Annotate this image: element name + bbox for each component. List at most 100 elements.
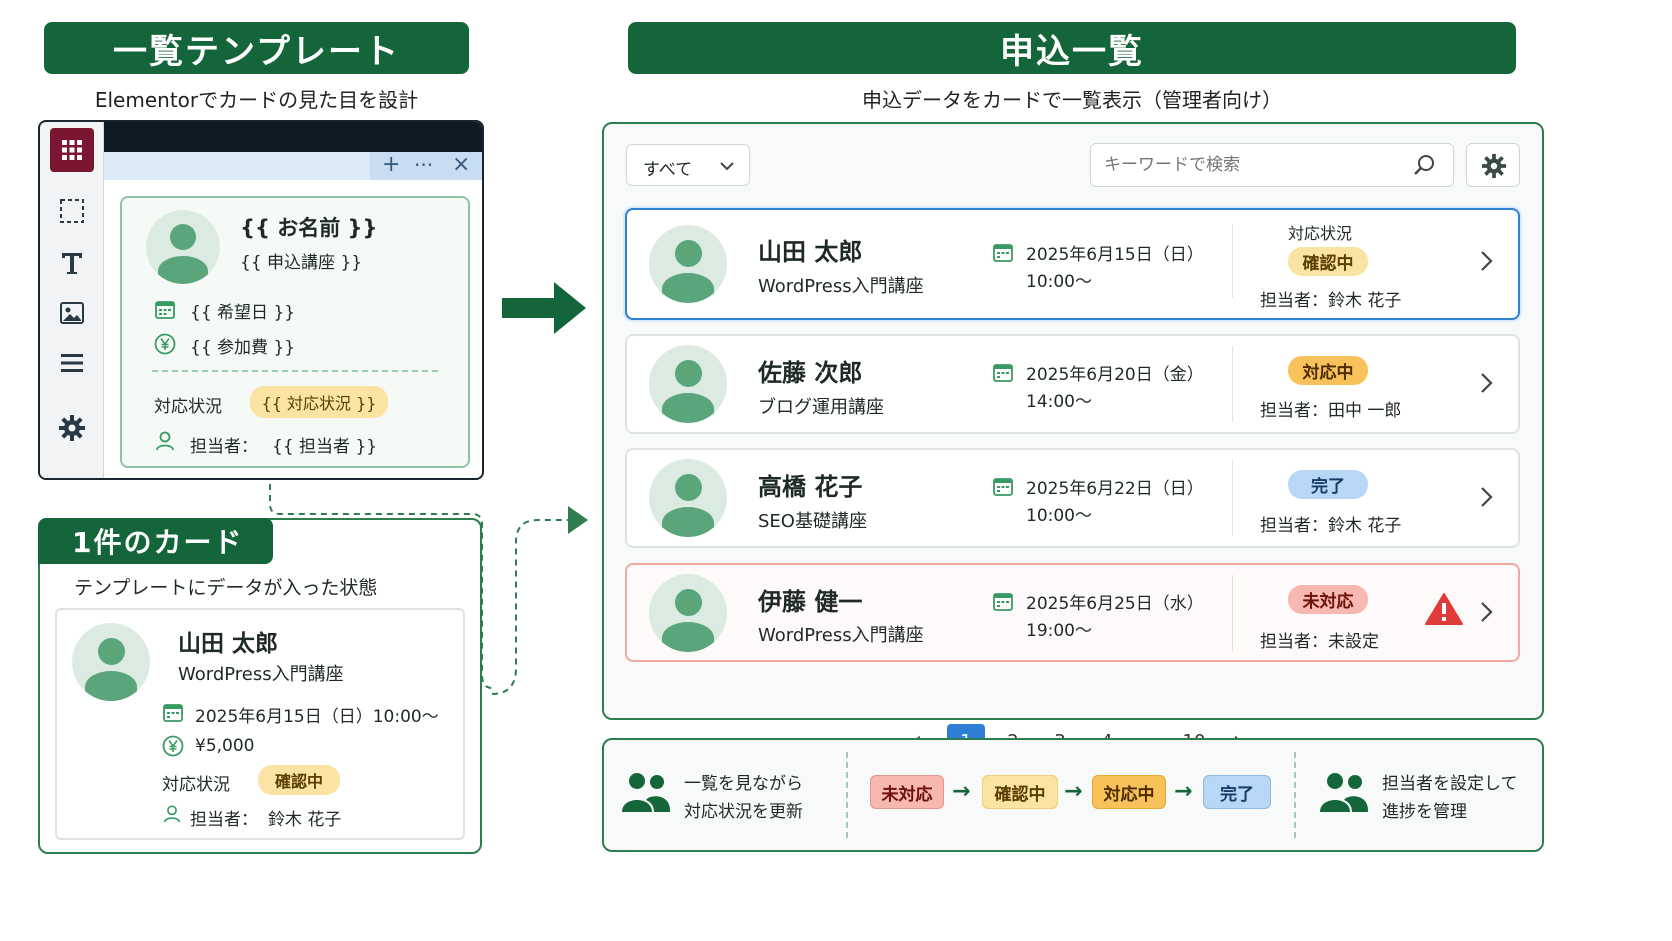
list-card[interactable]	[625, 563, 1520, 662]
warning-icon	[1425, 593, 1463, 625]
entry-status-badge: 対応中	[1288, 356, 1368, 385]
flow-step-done: 完了	[1203, 775, 1271, 809]
entry-date: 2025年6月20日（金）	[1026, 365, 1204, 385]
footer-divider	[846, 752, 848, 838]
calendar-icon	[993, 478, 1013, 496]
flow-step-done-label: 完了	[1220, 784, 1254, 805]
template-banner-title: 一覧テンプレート	[113, 31, 400, 72]
calendar-icon	[993, 244, 1013, 262]
add-widget-button[interactable]: +	[382, 152, 401, 177]
entry-course: ブログ運用講座	[758, 397, 884, 418]
yen-icon	[162, 735, 184, 757]
entry-status: 対応中	[1302, 363, 1354, 383]
template-assignee-placeholder: {{ 担当者 }}	[272, 437, 378, 457]
calendar-icon	[993, 593, 1013, 611]
entry-divider	[1232, 224, 1233, 298]
entry-name: 高橋 花子	[758, 473, 863, 501]
entry-assignee: 担当者：鈴木 花子	[1260, 516, 1402, 536]
template-status-badge: {{ 対応状況 }}	[250, 386, 388, 418]
list-settings-button[interactable]	[1466, 143, 1520, 187]
flow-step-in-progress-label: 対応中	[1103, 784, 1155, 805]
list-banner: 申込一覧	[628, 22, 1516, 74]
filled-card-assignee: 鈴木 花子	[268, 810, 342, 830]
entry-status: 完了	[1311, 477, 1345, 497]
text-tool-icon[interactable]	[59, 250, 85, 276]
calendar-icon	[993, 364, 1013, 382]
entry-divider	[1232, 460, 1233, 536]
template-banner: 一覧テンプレート	[44, 22, 469, 74]
entry-date: 2025年6月22日（日）	[1026, 479, 1204, 499]
template-name-placeholder: {{ お名前 }}	[240, 216, 378, 240]
chevron-right-icon[interactable]	[1476, 371, 1496, 395]
more-options-button[interactable]: ···	[414, 153, 434, 177]
single-card-banner-title: 1件のカード	[72, 526, 244, 559]
single-card-subtitle: テンプレートにデータが入った状態	[74, 577, 378, 599]
entry-name: 山田 太郎	[758, 238, 863, 266]
calendar-icon	[163, 704, 183, 722]
entry-status-badge: 未対応	[1288, 585, 1368, 614]
entry-course: WordPress入門講座	[758, 276, 924, 297]
footer-panel	[602, 738, 1544, 852]
template-fee-placeholder: {{ 参加費 }}	[190, 338, 296, 358]
filter-dropdown[interactable]: すべて	[626, 144, 750, 186]
footer-divider	[1294, 752, 1296, 838]
template-status-label: 対応状況	[154, 397, 222, 417]
widget-toolbar	[370, 152, 482, 180]
flow-arrow: →	[1064, 779, 1083, 804]
flow-step-unhandled: 未対応	[870, 775, 944, 809]
flow-step-in-progress: 対応中	[1092, 775, 1166, 809]
filled-card-fee: ¥5,000	[195, 736, 255, 756]
calendar-icon	[155, 301, 175, 319]
footer-left-text-2: 対応状況を更新	[684, 802, 803, 822]
list-card[interactable]	[625, 208, 1520, 320]
flow-step-confirming-label: 確認中	[994, 784, 1046, 805]
list-card[interactable]	[625, 334, 1520, 434]
gear-icon	[1481, 153, 1507, 179]
template-subtitle: Elementorでカードの見た目を設計	[94, 88, 419, 112]
dashed-arrow-icon	[491, 506, 588, 695]
entry-status: 確認中	[1302, 254, 1354, 274]
entry-name: 佐藤 次郎	[758, 359, 863, 387]
grid-icon	[62, 140, 82, 160]
chevron-right-icon[interactable]	[1476, 485, 1496, 509]
flow-arrow: →	[1174, 779, 1193, 804]
entry-status: 未対応	[1302, 592, 1354, 612]
elementor-apps-button[interactable]	[50, 128, 94, 172]
filled-card-assignee-label: 担当者：	[190, 810, 258, 830]
chevron-right-icon[interactable]	[1476, 600, 1496, 624]
entry-assignee: 担当者：未設定	[1260, 632, 1379, 652]
person-icon	[156, 431, 174, 451]
filled-card-date: 2025年6月15日（日）10:00〜	[195, 707, 439, 727]
entry-name: 伊藤 健一	[758, 588, 863, 616]
entry-status-badge: 確認中	[1288, 247, 1368, 276]
filter-selected: すべて	[643, 160, 693, 180]
search-input[interactable]	[1104, 150, 1404, 180]
settings-gear-icon[interactable]	[58, 414, 86, 442]
chevron-down-icon	[720, 162, 734, 171]
chevron-right-icon[interactable]	[1476, 249, 1496, 273]
entry-assignee: 担当者：田中 一郎	[1260, 401, 1402, 421]
filled-card-status-label: 対応状況	[162, 775, 230, 795]
template-date-placeholder: {{ 希望日 }}	[190, 303, 296, 323]
entry-course: WordPress入門講座	[758, 625, 924, 646]
image-tool-icon[interactable]	[59, 300, 85, 326]
single-card-banner: 1件のカード	[38, 518, 273, 564]
dashed-connector	[269, 484, 493, 689]
entry-divider	[1232, 346, 1233, 422]
entry-avatar	[649, 459, 727, 537]
menu-lines-icon[interactable]	[59, 350, 85, 376]
flow-arrow: →	[952, 779, 971, 804]
select-frame-icon[interactable]	[59, 198, 85, 224]
search-icon[interactable]	[1412, 153, 1436, 177]
filled-card-status-badge: 確認中	[258, 765, 340, 795]
footer-right-text-1: 担当者を設定して	[1382, 774, 1518, 794]
list-banner-title: 申込一覧	[1000, 31, 1144, 72]
footer-left-text-1: 一覧を見ながら	[684, 774, 803, 794]
template-avatar	[146, 210, 220, 284]
list-card[interactable]	[625, 448, 1520, 548]
close-widget-button[interactable]: ×	[452, 152, 471, 177]
big-arrow-icon	[502, 282, 586, 334]
entry-avatar	[649, 574, 727, 652]
entry-course: SEO基礎講座	[758, 511, 867, 532]
users-icon	[622, 773, 670, 812]
